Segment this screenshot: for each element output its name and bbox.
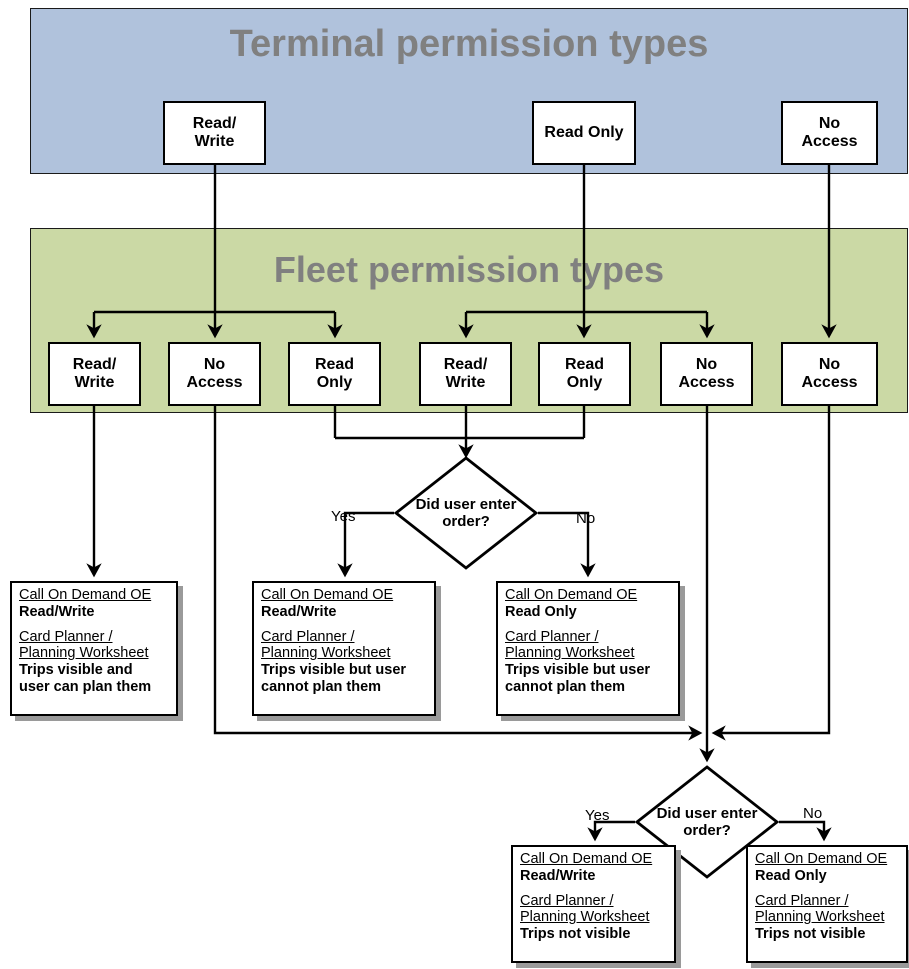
fleet-node-line2: Access: [186, 374, 243, 391]
fleet-node-no-access-3[interactable]: No Access: [781, 342, 878, 406]
outcome-app1-permission: Read/Write: [19, 603, 95, 620]
outcome-spacer: [19, 621, 170, 629]
outcome-spacer: [505, 621, 672, 629]
outcome-app1-label: Call On Demand OE: [505, 587, 638, 603]
outcome-app2-label-line1: Card Planner /: [520, 892, 614, 909]
fleet-node-line1: No: [203, 356, 226, 374]
outcome-card-5[interactable]: Call On Demand OE Read Only Card Planner…: [746, 845, 908, 963]
fleet-node-no-access-1[interactable]: No Access: [168, 342, 261, 406]
fleet-band-title: Fleet permission types: [273, 249, 665, 290]
outcome-app2-permission-line1: Trips visible and: [19, 662, 133, 679]
fleet-node-line2: Access: [678, 374, 735, 391]
terminal-node-read-write[interactable]: Read/ Write: [163, 101, 266, 165]
fleet-node-line1: Read: [564, 356, 605, 374]
outcome-app1-permission: Read/Write: [261, 603, 337, 620]
fleet-node-no-access-2[interactable]: No Access: [660, 342, 753, 406]
outcome-app2-permission-line2: cannot plan them: [505, 679, 626, 696]
terminal-band-title: Terminal permission types: [229, 23, 709, 65]
terminal-node-no-access-line2: Access: [801, 133, 858, 150]
outcome-app1-permission: Read/Write: [520, 867, 596, 884]
fleet-node-line1: No: [695, 356, 718, 374]
outcome-app1-permission: Read Only: [755, 867, 827, 884]
fleet-node-line1: No: [818, 356, 841, 374]
fleet-node-line2: Only: [566, 374, 603, 391]
outcome-app1-label: Call On Demand OE: [261, 587, 394, 603]
outcome-card-1[interactable]: Call On Demand OE Read/Write Card Planne…: [10, 581, 178, 716]
outcome-card-4[interactable]: Call On Demand OE Read/Write Card Planne…: [511, 845, 676, 963]
fleet-node-line1: Read: [314, 356, 355, 374]
outcome-app2-label-line1: Card Planner /: [755, 892, 849, 909]
outcome-spacer: [261, 621, 428, 629]
outcome-card-3[interactable]: Call On Demand OE Read Only Card Planner…: [496, 581, 680, 716]
fleet-node-line2: Write: [74, 374, 115, 391]
outcome-app2-label-line1: Card Planner /: [505, 628, 599, 645]
terminal-node-read-write-line2: Write: [194, 133, 235, 150]
fleet-node-read-only-1[interactable]: Read Only: [288, 342, 381, 406]
fleet-node-read-write-1[interactable]: Read/ Write: [48, 342, 141, 406]
outcome-app2-label-line2: Planning Worksheet: [755, 909, 885, 926]
fleet-node-line2: Only: [316, 374, 353, 391]
terminal-node-read-only[interactable]: Read Only: [532, 101, 636, 165]
outcome-app2-label-line1: Card Planner /: [261, 628, 355, 645]
outcome-app2-permission-line1: Trips visible but user: [505, 662, 651, 679]
outcome-app1-permission: Read Only: [505, 603, 577, 620]
outcome-app2-permission-line2: cannot plan them: [261, 679, 382, 696]
outcome-app2-label-line1: Card Planner /: [19, 628, 113, 645]
fleet-node-read-only-2[interactable]: Read Only: [538, 342, 631, 406]
outcome-card-2[interactable]: Call On Demand OE Read/Write Card Planne…: [252, 581, 436, 716]
terminal-node-read-only-line1: Read Only: [544, 124, 624, 142]
outcome-app2-label-line2: Planning Worksheet: [19, 645, 149, 662]
outcome-spacer: [755, 885, 900, 893]
terminal-band: Terminal permission types: [30, 8, 908, 174]
edge-label-yes-1: Yes: [331, 508, 356, 525]
edge-label-no-1: No: [576, 510, 596, 527]
decision-did-user-enter-order-1[interactable]: Did user enter order?: [393, 456, 539, 570]
terminal-node-no-access-line1: No: [818, 115, 841, 133]
outcome-app2-label-line2: Planning Worksheet: [520, 909, 650, 926]
edge-label-yes-2: Yes: [585, 807, 610, 824]
outcome-app2-permission-line1: Trips not visible: [520, 926, 631, 943]
outcome-spacer: [520, 885, 668, 893]
outcome-app2-label-line2: Planning Worksheet: [505, 645, 635, 662]
outcome-app1-label: Call On Demand OE: [755, 851, 888, 867]
outcome-app2-permission-line1: Trips not visible: [755, 926, 866, 943]
edge-label-no-2: No: [803, 805, 823, 822]
fleet-node-line1: Read/: [72, 356, 117, 374]
outcome-app1-label: Call On Demand OE: [520, 851, 653, 867]
outcome-app2-permission-line2: user can plan them: [19, 679, 152, 696]
fleet-node-line1: Read/: [443, 356, 488, 374]
terminal-node-read-write-line1: Read/: [192, 115, 237, 133]
fleet-node-line2: Write: [445, 374, 486, 391]
terminal-node-no-access[interactable]: No Access: [781, 101, 878, 165]
fleet-node-read-write-2[interactable]: Read/ Write: [419, 342, 512, 406]
fleet-node-line2: Access: [801, 374, 858, 391]
outcome-app2-permission-line1: Trips visible but user: [261, 662, 407, 679]
outcome-app2-label-line2: Planning Worksheet: [261, 645, 391, 662]
outcome-app1-label: Call On Demand OE: [19, 587, 152, 603]
